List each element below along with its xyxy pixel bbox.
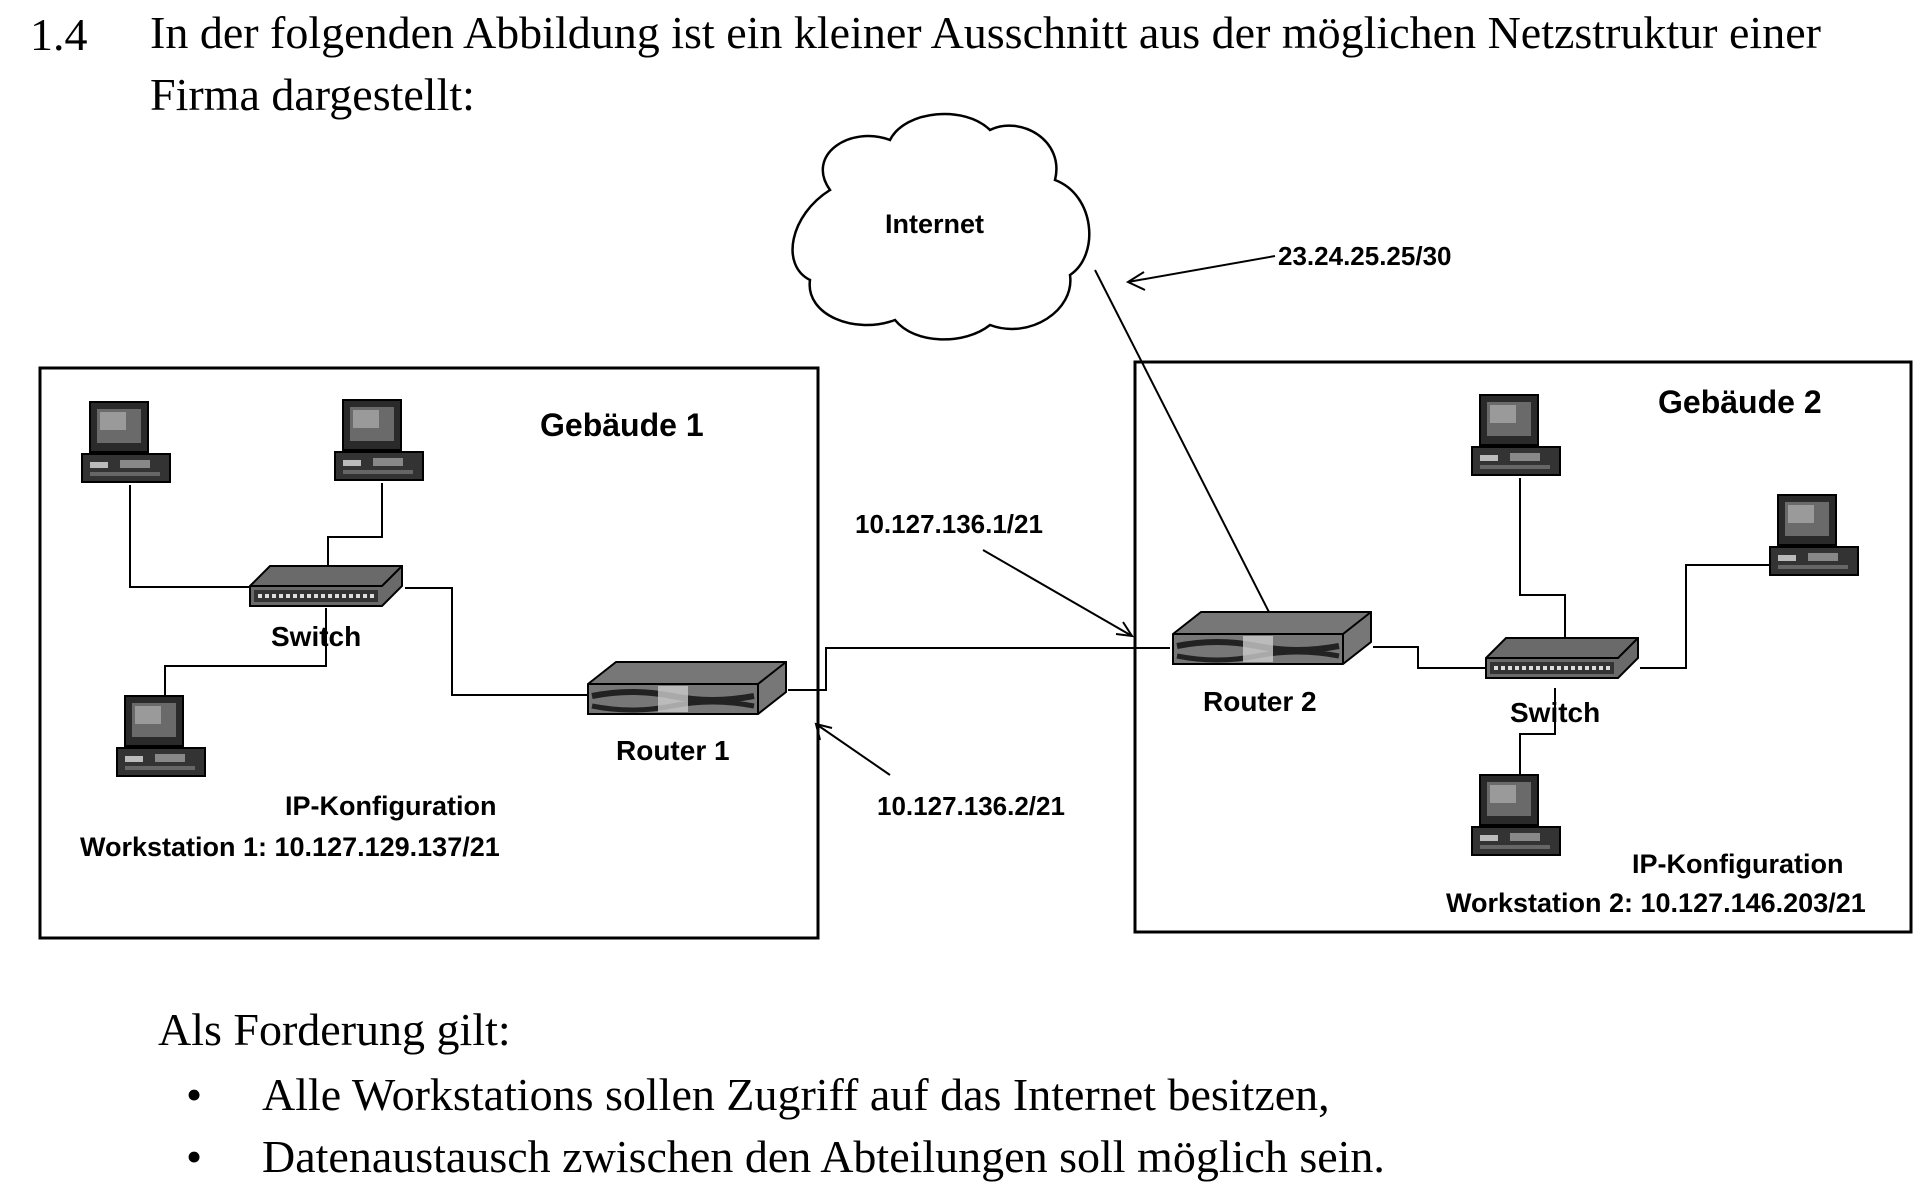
pointer-router2-lan-ip	[982, 549, 1134, 638]
link-pc1-switch1	[129, 485, 255, 588]
workstation-2-config: Workstation 2: 10.127.146.203/21	[1446, 888, 1866, 918]
switch-2-label: Switch	[1510, 697, 1600, 728]
workstation-2-icon	[1471, 774, 1561, 856]
requirements-list: • Alle Workstations sollen Zugriff auf d…	[158, 1064, 1858, 1188]
switch-1-icon	[248, 564, 404, 608]
ip-config-title-1: IP-Konfiguration	[285, 791, 496, 821]
network-diagram: Internet 23.24.25.25/30 Gebäude 1 Gebäud…	[38, 112, 1913, 940]
router1-wan-ip-label: 10.127.136.2/21	[877, 791, 1065, 821]
link-router1-router2	[788, 647, 1170, 691]
workstation-1-icon	[116, 695, 206, 777]
ip-config-title-2: IP-Konfiguration	[1632, 849, 1843, 879]
workstation-icon	[334, 399, 424, 481]
router-2-icon	[1173, 612, 1371, 664]
bullet-icon: •	[186, 1069, 203, 1120]
switch-1-label: Switch	[271, 621, 361, 652]
router2-lan-ip-label: 10.127.136.1/21	[855, 509, 1043, 539]
section-heading: In der folgenden Abbildung ist ein klein…	[150, 7, 1821, 120]
link-internet-router2	[1094, 269, 1274, 621]
workstation-1-config: Workstation 1: 10.127.129.137/21	[80, 832, 500, 862]
pointer-router1-wan-ip	[814, 722, 891, 776]
building-1-box	[38, 366, 820, 940]
link-pc6-switch2	[1519, 688, 1556, 775]
pointer-internet-ip	[1125, 255, 1276, 291]
link-pc3-switch1	[164, 608, 327, 710]
link-pc5-switch2	[1640, 564, 1770, 669]
workstation-icon	[81, 401, 171, 483]
link-pc2-switch1	[327, 483, 383, 568]
workstation-icon	[1471, 394, 1561, 476]
workstation-icon	[1769, 494, 1859, 576]
bullet-icon: •	[186, 1131, 203, 1182]
building-2-title: Gebäude 2	[1658, 384, 1822, 420]
requirement-text: Datenaustausch zwischen den Abteilungen …	[262, 1131, 1385, 1182]
router-1-icon	[588, 662, 786, 714]
router-2-label: Router 2	[1203, 686, 1317, 717]
internet-label: Internet	[885, 209, 984, 239]
link-switch1-router1	[405, 587, 590, 696]
switch-2-icon	[1484, 636, 1640, 680]
router-1-label: Router 1	[616, 735, 730, 766]
link-router2-switch2	[1373, 646, 1488, 669]
internet-ip-label: 23.24.25.25/30	[1278, 241, 1452, 271]
requirements-section: Als Forderung gilt: • Alle Workstations …	[158, 1000, 1858, 1188]
requirement-text: Alle Workstations sollen Zugriff auf das…	[262, 1069, 1330, 1120]
list-item: • Datenaustausch zwischen den Abteilunge…	[158, 1126, 1858, 1188]
list-item: • Alle Workstations sollen Zugriff auf d…	[158, 1064, 1858, 1126]
link-pc4-switch2	[1519, 478, 1566, 648]
section-number: 1.4	[30, 9, 88, 60]
requirements-title: Als Forderung gilt:	[158, 1004, 511, 1055]
building-1-title: Gebäude 1	[540, 407, 704, 443]
internet-cloud	[791, 112, 1091, 341]
